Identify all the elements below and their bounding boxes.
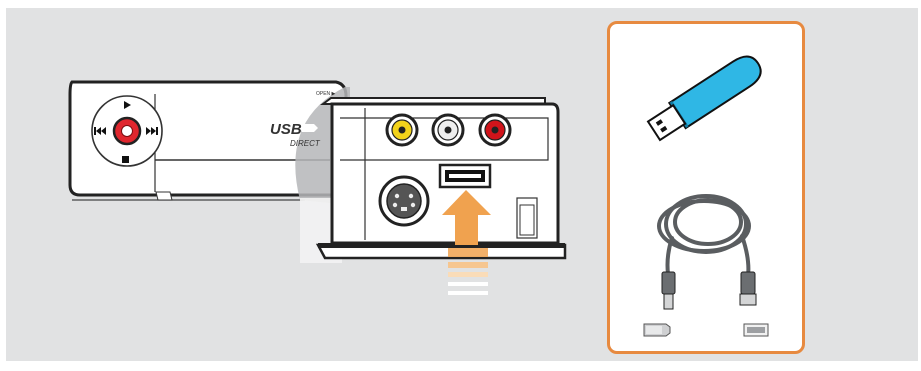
record-icon	[121, 125, 133, 137]
usb-flash-drive	[646, 55, 762, 142]
usb-extension-cable	[657, 194, 751, 278]
red-rca-jack[interactable]	[478, 113, 512, 147]
svideo-jack[interactable]	[378, 175, 430, 227]
play-icon	[124, 101, 131, 109]
prev-icon	[94, 127, 106, 135]
usb-logo: USB	[270, 121, 302, 138]
insert-arrow	[442, 190, 491, 295]
cable-plug-end	[661, 271, 676, 310]
usb-plug-type-a-icon	[643, 323, 671, 337]
usb-accessory-card	[607, 21, 805, 354]
connector-panel	[315, 97, 567, 260]
cable-socket-end	[739, 271, 757, 306]
usb-direct-text: DIRECT	[290, 139, 321, 148]
usb-socket-icon	[743, 323, 769, 337]
next-icon	[146, 127, 158, 135]
usb-logo-plug	[302, 124, 318, 132]
usb-port[interactable]	[438, 163, 492, 189]
dvd-player: USB DIRECT OPEN ▶	[68, 80, 350, 263]
yellow-rca-jack[interactable]	[385, 113, 419, 147]
open-label: OPEN ▶	[316, 91, 336, 97]
stop-icon	[122, 156, 129, 163]
white-rca-jack[interactable]	[431, 113, 465, 147]
